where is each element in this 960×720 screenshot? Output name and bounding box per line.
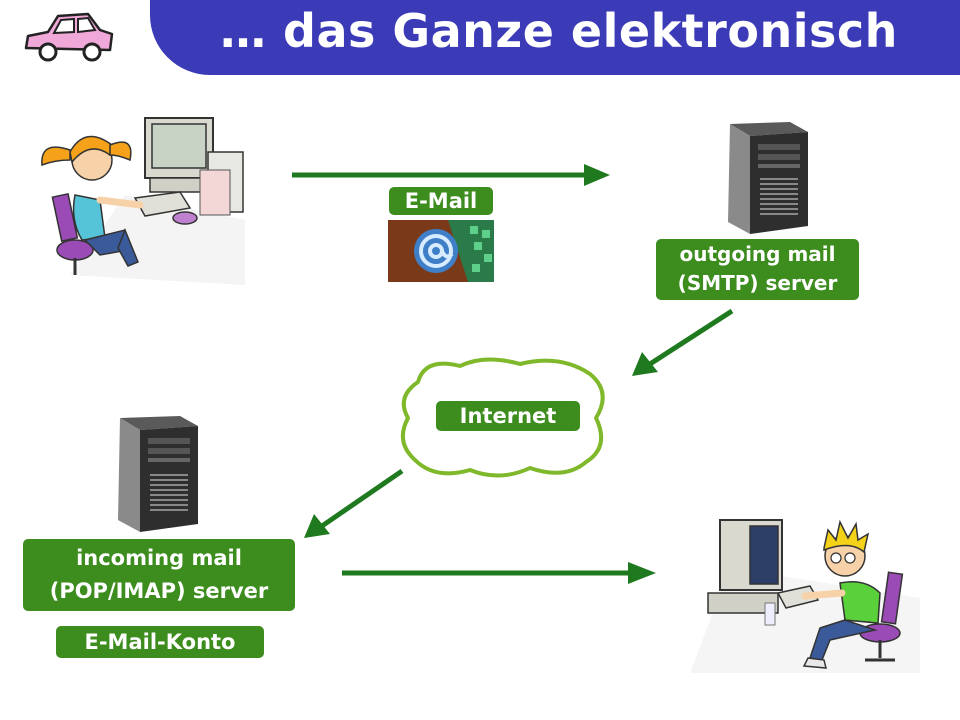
page-title: … das Ganze elektronisch (220, 4, 898, 58)
outgoing-server-label-line1: outgoing mail (679, 242, 836, 266)
server-tower-icon (118, 416, 198, 532)
incoming-server-label-line2: (POP/IMAP) server (49, 579, 269, 603)
car-icon (24, 12, 114, 62)
title-bar (150, 0, 960, 75)
server-tower-icon (728, 122, 808, 234)
arrow-to-recipient (342, 562, 656, 584)
email-label: E-Mail (389, 187, 493, 215)
arrow-to-internet (632, 308, 734, 376)
arrow-to-incoming-server (304, 468, 404, 538)
internet-label: Internet (436, 401, 580, 431)
email-account-label: E-Mail-Konto (56, 626, 264, 658)
outgoing-server-label: outgoing mail (SMTP) server (656, 239, 859, 300)
arrow-to-outgoing-server (292, 164, 610, 186)
boy-at-computer-icon (690, 519, 920, 673)
incoming-server-label: incoming mail (POP/IMAP) server (23, 539, 295, 611)
outgoing-server-label-line2: (SMTP) server (677, 271, 838, 295)
girl-at-computer-icon (41, 117, 245, 285)
at-sign-icon (388, 220, 494, 282)
incoming-server-label-line1: incoming mail (76, 546, 242, 570)
